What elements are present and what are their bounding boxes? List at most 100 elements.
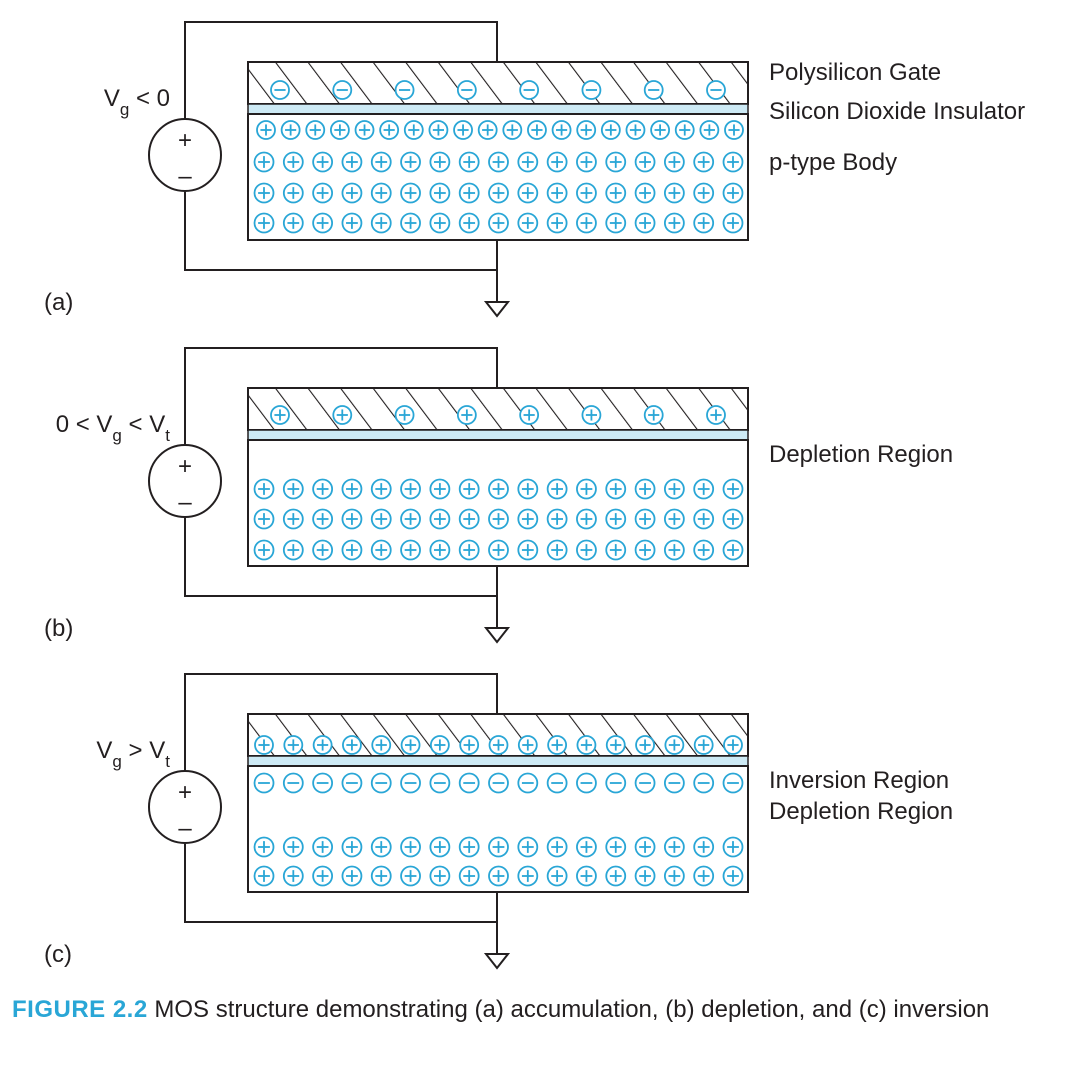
positive-charge [488,836,509,858]
positive-charge [693,478,715,500]
positive-charge [488,865,509,887]
positive-charge [370,508,392,530]
positive-charge [635,735,655,755]
positive-charge [282,212,304,234]
positive-charge [459,735,480,755]
panel-tag: (b) [44,615,73,642]
positive-charge [663,539,685,561]
positive-charge [551,120,572,140]
voltage-label: Vg > Vt [96,737,170,771]
negative-charge [429,772,451,794]
positive-charge [488,212,509,234]
negative-charge [722,772,744,794]
positive-charge [663,865,685,887]
positive-charge [253,212,275,234]
positive-charge [693,735,714,755]
caption-text: MOS structure demonstrating (a) accumula… [154,996,990,1023]
positive-charge [282,865,304,887]
positive-charge [634,182,656,204]
positive-charge [693,182,715,204]
positive-charge [282,478,304,500]
positive-charge [693,539,715,561]
body-wire [184,844,498,923]
positive-charge [546,865,568,887]
positive-charge [650,120,671,140]
positive-charge [527,120,547,140]
positive-charge [253,836,275,858]
body-charges [253,120,744,234]
positive-charge [517,508,539,530]
positive-charge [428,120,449,140]
positive-charge [429,212,451,234]
positive-charge [429,478,451,500]
positive-charge [576,151,597,173]
negative-charge [332,80,353,100]
negative-charge [456,80,477,100]
gate-wire [184,21,498,152]
positive-charge [576,865,597,887]
ground-icon [483,953,511,970]
positive-charge [458,539,480,561]
positive-charge [488,182,509,204]
minus-sign: – [178,815,192,842]
positive-charge [312,836,334,858]
positive-charge [312,865,334,887]
minus-sign: – [178,163,192,190]
body-wire [184,192,498,271]
region-label: Silicon Dioxide Insulator [769,98,1025,125]
positive-charge [282,836,304,858]
positive-charge [400,865,421,887]
positive-charge [576,212,597,234]
voltage-label: Vg < 0 [104,85,170,119]
positive-charge [722,539,744,561]
positive-charge [634,212,656,234]
positive-charge [546,508,568,530]
positive-charge [458,865,480,887]
positive-charge [605,478,627,500]
positive-charge [576,836,597,858]
panel-tag: (c) [44,941,72,968]
positive-charge [605,508,627,530]
positive-charge [546,478,568,500]
positive-charge [547,735,568,755]
negative-charge [663,772,685,794]
positive-charge [342,735,362,755]
negative-charge [370,772,392,794]
positive-charge [517,182,539,204]
gate-charges [270,405,726,425]
positive-charge [370,151,392,173]
positive-charge [429,735,450,755]
positive-charge [253,182,275,204]
positive-charge [605,735,626,755]
positive-charge [312,478,334,500]
negative-charge [458,772,480,794]
positive-charge [722,212,744,234]
positive-charge [693,836,715,858]
negative-charge [488,772,509,794]
positive-charge [722,151,744,173]
positive-charge [722,508,744,530]
positive-charge [312,735,333,755]
positive-charge [312,151,334,173]
plus-sign: + [178,453,192,480]
positive-charge [605,212,627,234]
polysilicon-gate [247,387,749,431]
negative-charge [581,80,602,100]
positive-charge [282,151,304,173]
positive-charge [400,478,421,500]
positive-charge [341,478,363,500]
positive-charge [517,865,539,887]
oxide-layer [247,103,749,115]
positive-charge [370,212,392,234]
positive-charge [341,508,363,530]
positive-charge [429,182,451,204]
positive-charge [341,865,363,887]
region-label: Depletion Region [769,441,953,468]
positive-charge [400,182,421,204]
positive-charge [693,508,715,530]
plus-sign: + [178,127,192,154]
positive-charge [429,539,451,561]
ground-icon [483,627,511,644]
